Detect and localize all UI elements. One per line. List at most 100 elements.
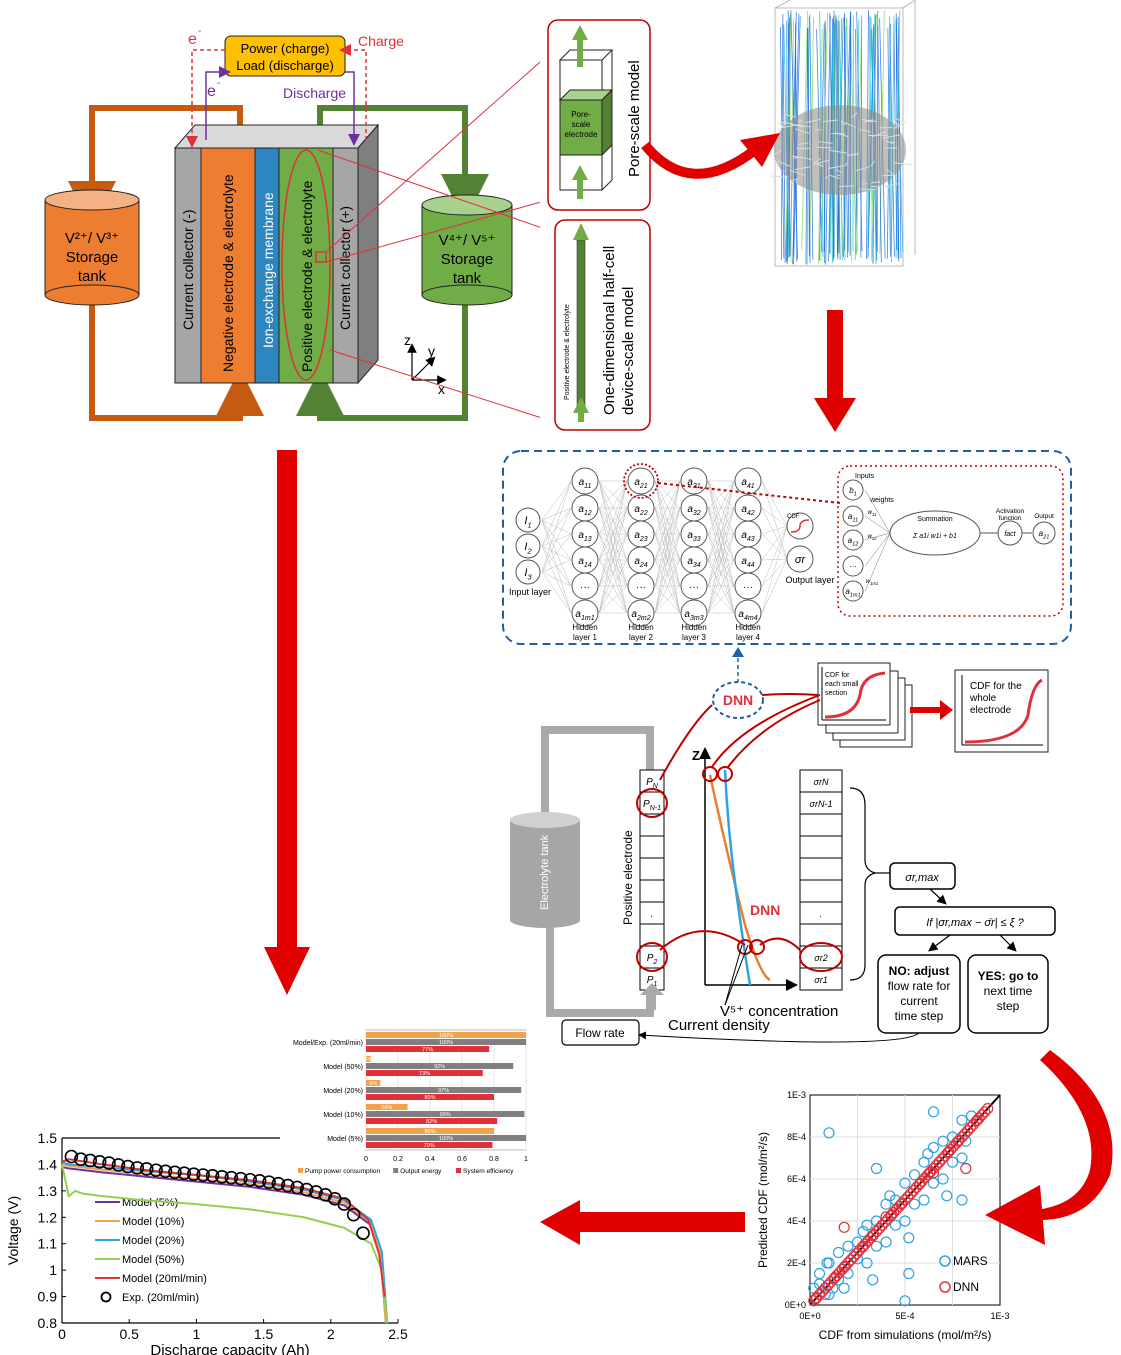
exp-point <box>102 1156 116 1170</box>
line-ytick: 1.2 <box>38 1209 58 1225</box>
bar-value-label: 26% <box>381 1105 392 1111</box>
bar-legend-swatch <box>298 1168 303 1173</box>
svg-text:.: . <box>651 909 654 920</box>
scatter-point <box>870 1240 883 1252</box>
svg-text:Positive electrode & electroly: Positive electrode & electrolyte <box>564 304 571 400</box>
scatter-point <box>933 1156 945 1168</box>
hidden-node: a44 <box>734 546 762 574</box>
svg-text:a2m2: a2m2 <box>631 609 650 622</box>
highlight-a21 <box>623 463 659 499</box>
exp-point <box>262 1175 276 1189</box>
sim-fiber <box>818 141 833 144</box>
scatter-point <box>950 1137 962 1149</box>
sim-fiber <box>870 185 891 188</box>
svg-text:Flow rate: Flow rate <box>575 1026 625 1040</box>
svg-text:Activation: Activation <box>996 508 1025 515</box>
sim-fiber <box>816 146 833 149</box>
svg-text:a34: a34 <box>687 556 700 569</box>
bar-legend-label: System efficiency <box>463 1168 514 1175</box>
svg-text:w12: w12 <box>867 534 877 541</box>
sim-fiber <box>870 160 875 167</box>
scatter-legend-marker <box>939 1255 951 1267</box>
scatter-point <box>870 1162 883 1175</box>
bar-xtick: 0 <box>364 1156 368 1163</box>
scatter-point <box>853 1244 866 1256</box>
line-ytick: 1.1 <box>38 1236 58 1252</box>
scatter-point <box>899 1177 911 1189</box>
model-boxes: Pore- scale electrode Pore-scale model P… <box>547 19 651 431</box>
svg-text:···: ··· <box>849 562 857 571</box>
line-ytick: 1.5 <box>38 1130 58 1146</box>
scatter-point <box>962 1125 974 1137</box>
svg-text:Current density: Current density <box>668 1017 770 1034</box>
bar <box>366 1094 494 1100</box>
scatter-point <box>836 1263 848 1275</box>
battery-schematic: V²⁺/ V³⁺ Storage tank V⁴⁺/ V⁵⁺ Storage t… <box>44 26 540 421</box>
svg-text:a1m1: a1m1 <box>575 609 594 622</box>
svg-text:NO: adjust: NO: adjust <box>889 964 950 978</box>
svg-text:a32: a32 <box>687 504 700 517</box>
scatter-point <box>821 1257 833 1269</box>
power-box <box>224 35 346 77</box>
scatter-point <box>856 1241 868 1253</box>
scatter-point <box>893 1200 905 1212</box>
bar-value-label: 73% <box>419 1071 430 1077</box>
hidden-node: ··· <box>734 572 762 600</box>
svg-text:a21: a21 <box>1039 529 1050 540</box>
electron-label-inner: e <box>207 83 216 100</box>
sim-fiber <box>828 149 847 154</box>
sim-fiber <box>872 130 887 138</box>
scatter-point <box>828 1273 840 1285</box>
line-ytick: 1 <box>49 1262 57 1278</box>
bar-value-label: 97% <box>438 1088 449 1094</box>
bar-xtick: 0.6 <box>457 1156 467 1163</box>
hidden-node: ··· <box>627 572 655 600</box>
scatter-ytick: 0E+0 <box>785 1300 806 1310</box>
svg-text:I2: I2 <box>524 541 532 555</box>
left-arrow <box>540 1200 745 1245</box>
sim-fiber <box>771 175 789 178</box>
scatter-point <box>842 1257 854 1269</box>
scatter-point <box>942 1147 954 1159</box>
svg-text:Output: Output <box>1034 513 1054 520</box>
layer-membrane <box>254 147 280 384</box>
svg-text:electrode: electrode <box>565 130 598 139</box>
line-xtick: 2.5 <box>388 1326 408 1342</box>
bar <box>366 1118 498 1124</box>
tank-right-line1: V⁴⁺/ V⁵⁺ <box>439 232 496 249</box>
scatter-point <box>936 1153 948 1165</box>
sim-fiber <box>786 122 804 128</box>
sim-fiber <box>828 165 845 170</box>
tank-right-line3: tank <box>453 270 482 287</box>
sim-fiber <box>893 117 908 124</box>
pipe-right-top <box>317 105 489 222</box>
svg-text:b1: b1 <box>849 486 857 497</box>
svg-text:σr: σr <box>795 554 807 566</box>
scatter-point <box>839 1260 851 1272</box>
sim-fiber <box>777 160 792 168</box>
dnn-label: DNN <box>723 692 753 708</box>
svg-text:Positive electrode: Positive electrode <box>621 830 635 925</box>
condition-box <box>894 906 1056 936</box>
scatter-xtick: 5E-4 <box>895 1311 914 1321</box>
svg-text:···: ··· <box>689 582 699 593</box>
neuron-input-node: ··· <box>842 532 891 577</box>
device-scale-label-1: One-dimensional half-cell <box>601 246 618 415</box>
bar-xtick: 0.4 <box>425 1156 435 1163</box>
tank-right-line2: Storage <box>441 251 494 268</box>
svg-text:P2: P2 <box>647 953 658 966</box>
tank-left-line2: Storage <box>66 249 119 266</box>
scatter-point <box>903 1232 915 1244</box>
hidden-layer-label: Hidden <box>628 623 653 632</box>
neuron-input-node: b1 <box>842 479 891 534</box>
bar-xtick: 0.8 <box>489 1156 499 1163</box>
scatter-point <box>970 1115 982 1127</box>
tank-left: V²⁺/ V³⁺ Storage tank <box>44 189 140 306</box>
hidden-node: a34 <box>680 546 708 574</box>
sigma-max-box <box>889 862 956 890</box>
scatter-point <box>982 1103 994 1115</box>
scatter-ytick: 2E-4 <box>787 1258 806 1268</box>
scatter-point <box>845 1254 857 1266</box>
scatter-point <box>960 1162 972 1175</box>
svg-text:a21: a21 <box>634 477 647 490</box>
